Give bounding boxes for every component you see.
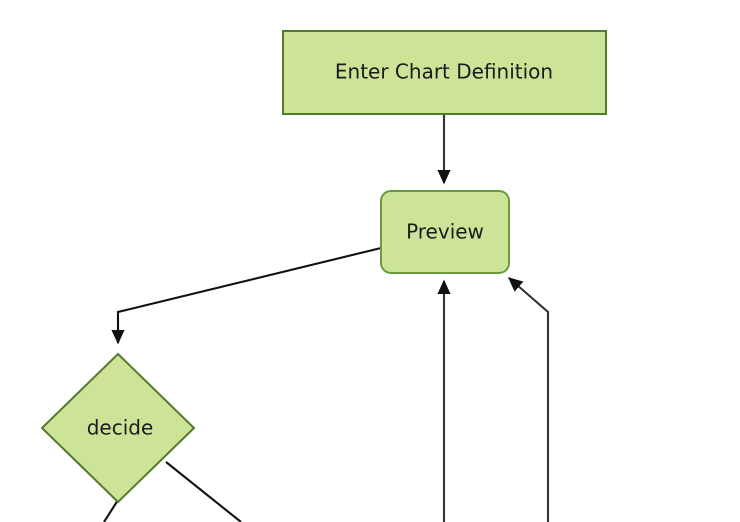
edge-decide-right-offscreen (165, 461, 242, 522)
node-preview-shape[interactable] (380, 190, 510, 274)
node-enter-chart-definition-label: Enter Chart Definition (335, 60, 553, 84)
edge-decide-bottom-offscreen (103, 499, 119, 522)
edge-bottom-right-to-preview (507, 277, 550, 522)
node-decide-label: decide (87, 416, 154, 440)
node-preview-label: Preview (406, 220, 484, 244)
node-enter-chart-definition[interactable]: Enter Chart Definition (282, 30, 607, 115)
node-preview[interactable]: Preview (380, 190, 510, 274)
node-decide-shape[interactable] (40, 352, 196, 504)
node-decide[interactable]: decide (40, 352, 196, 504)
edge-preview-to-decide (111, 246, 382, 345)
edge-layer (103, 114, 550, 522)
node-enter-chart-definition-shape[interactable] (282, 30, 607, 115)
